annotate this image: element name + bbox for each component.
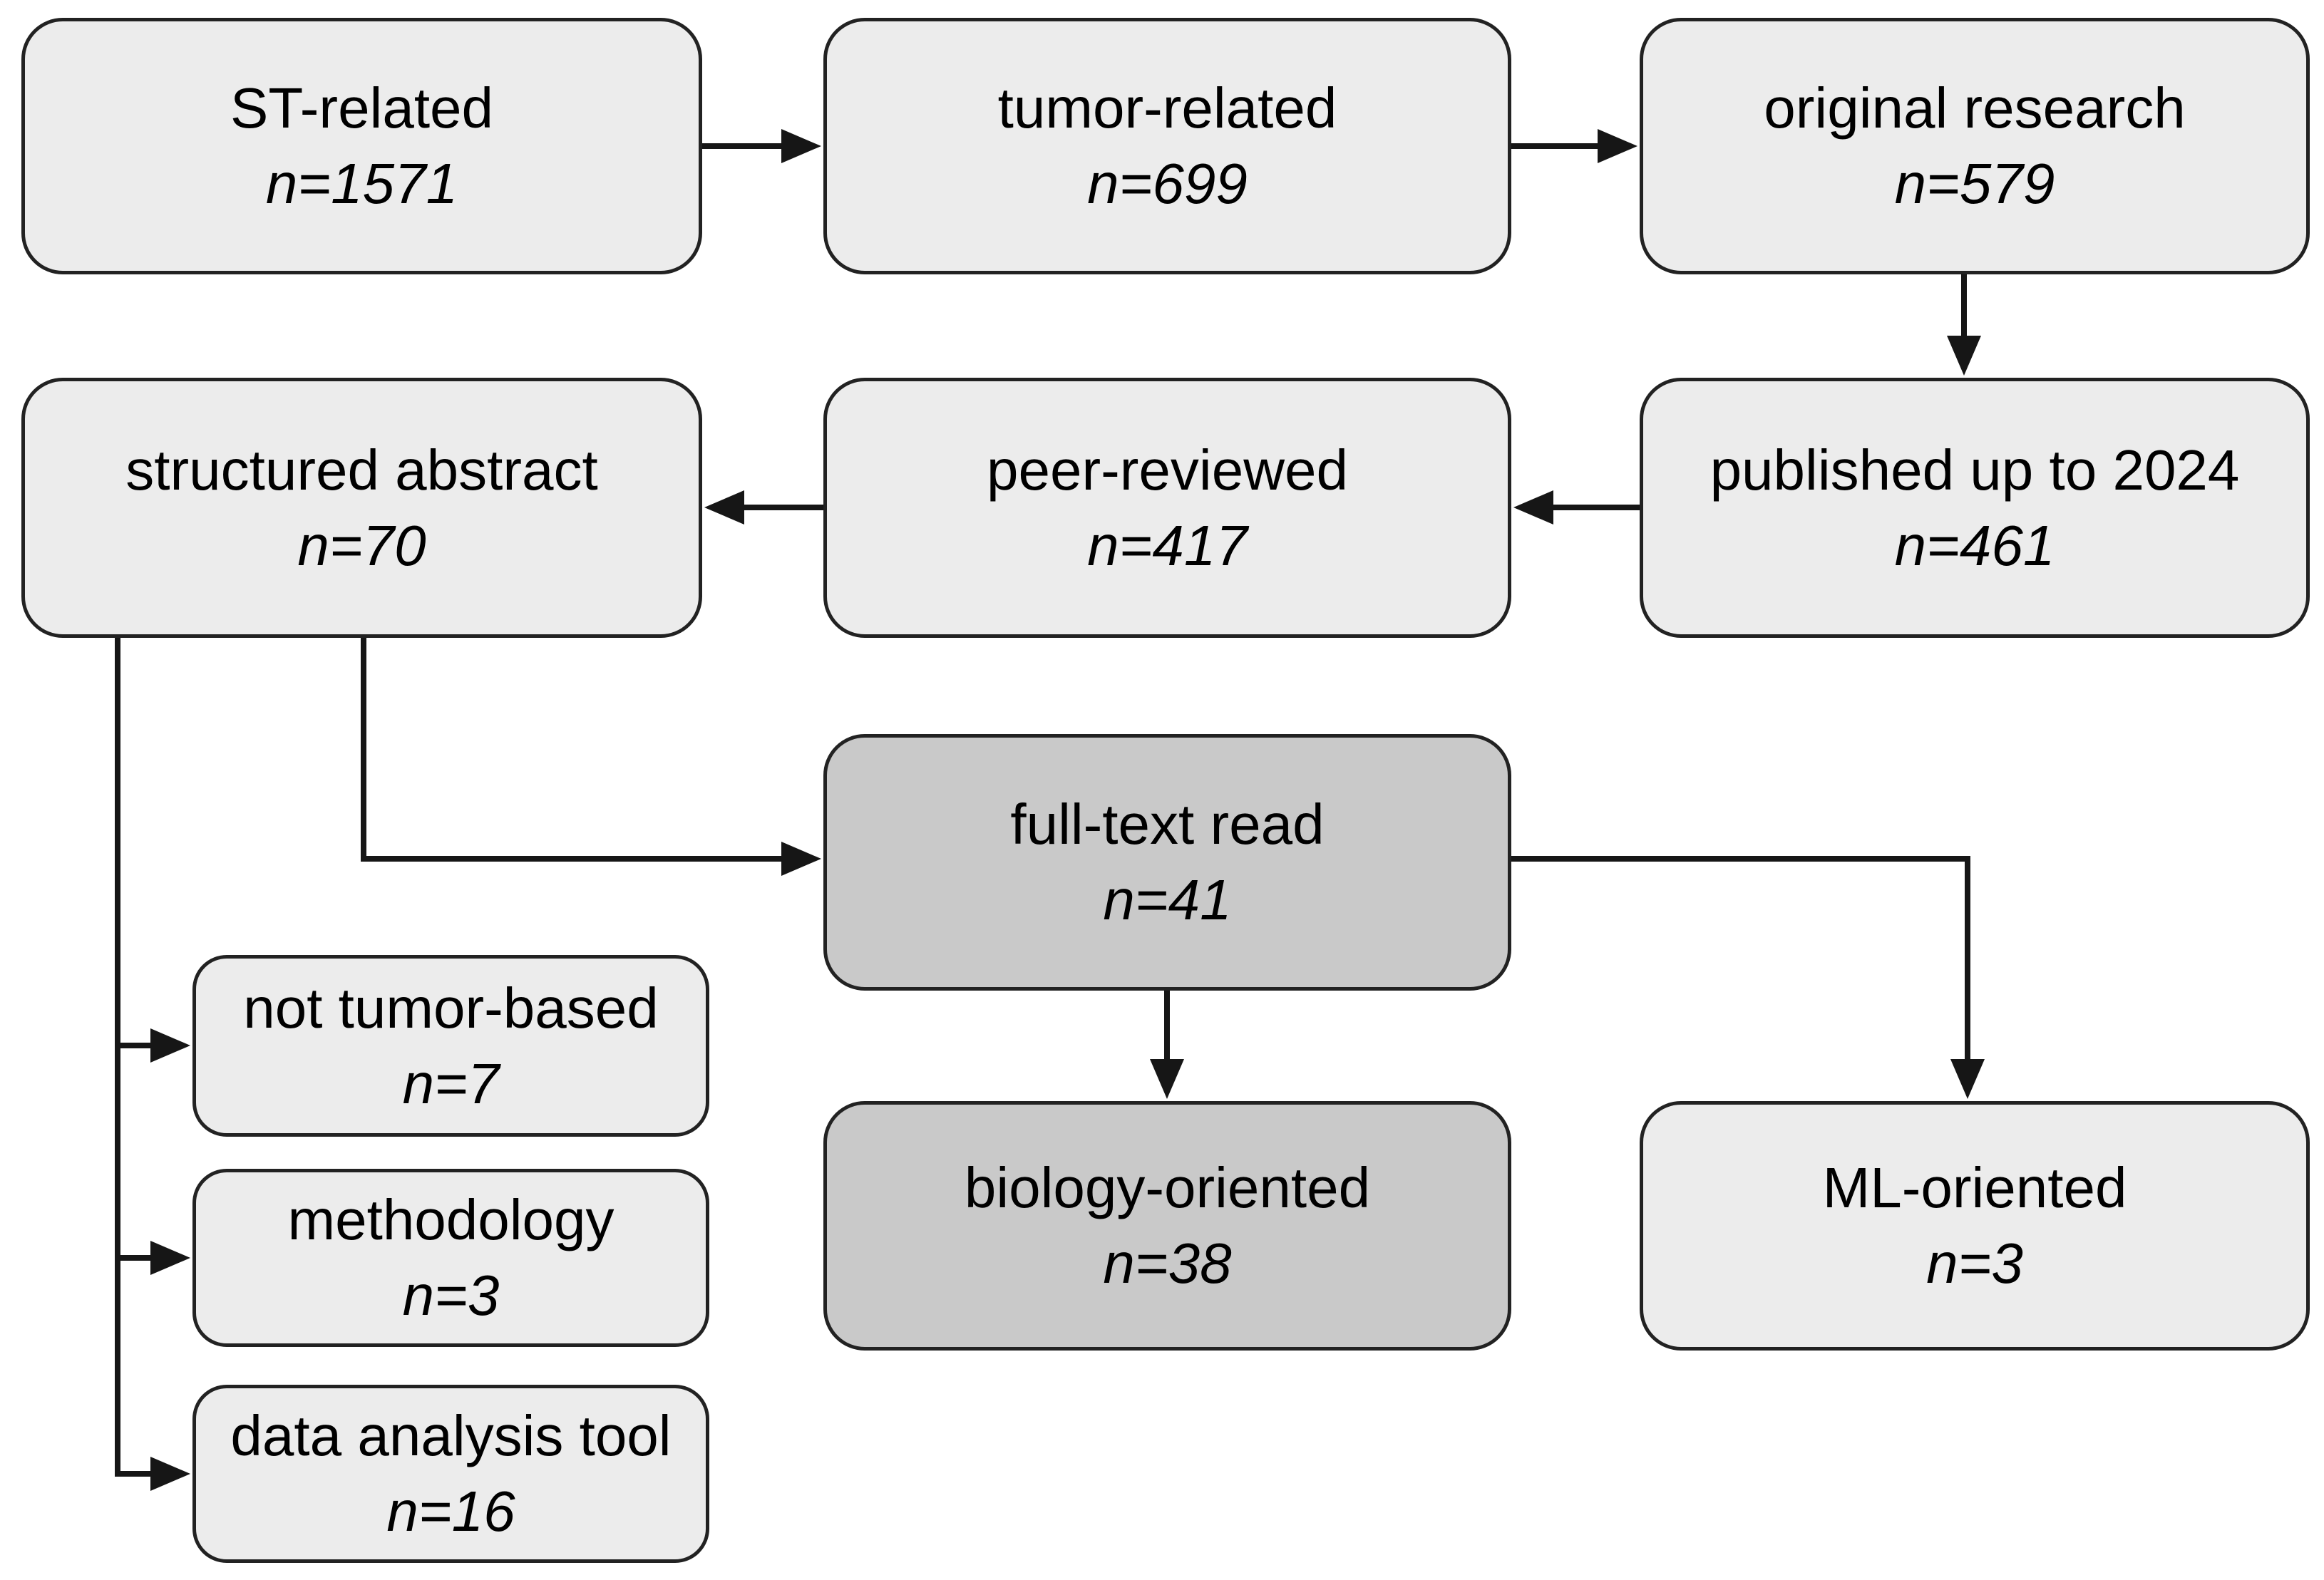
node-structured-abstract-count: n=70 bbox=[297, 513, 426, 577]
arrow-peer-to-abstract-head bbox=[704, 490, 744, 525]
arrow-abstract-to-methodology-head bbox=[150, 1241, 190, 1275]
node-tumor-related: tumor-related n=699 bbox=[823, 18, 1511, 274]
node-peer-reviewed: peer-reviewed n=417 bbox=[823, 378, 1511, 638]
node-st-related-label: ST-related bbox=[230, 76, 494, 140]
node-published-up-to-2024-count: n=461 bbox=[1894, 513, 2055, 577]
node-methodology-label: methodology bbox=[287, 1188, 615, 1252]
node-peer-reviewed-label: peer-reviewed bbox=[987, 438, 1348, 502]
node-tumor-related-count: n=699 bbox=[1087, 152, 1248, 215]
node-st-related-count: n=1571 bbox=[265, 152, 458, 215]
arrow-abstract-to-datatool-head bbox=[150, 1457, 190, 1491]
node-published-up-to-2024-label: published up to 2024 bbox=[1709, 438, 2240, 502]
node-original-research-label: original research bbox=[1764, 76, 2186, 140]
node-peer-reviewed-count: n=417 bbox=[1087, 513, 1248, 577]
node-structured-abstract: structured abstract n=70 bbox=[21, 378, 702, 638]
node-not-tumor-based-count: n=7 bbox=[402, 1051, 500, 1115]
node-ml-oriented-label: ML-oriented bbox=[1822, 1156, 2127, 1220]
node-data-analysis-tool-label: data analysis tool bbox=[230, 1404, 672, 1468]
node-biology-oriented-label: biology-oriented bbox=[964, 1156, 1371, 1220]
node-data-analysis-tool-count: n=16 bbox=[386, 1480, 515, 1543]
node-structured-abstract-label: structured abstract bbox=[125, 438, 598, 502]
arrow-fulltext-to-ml-head bbox=[1950, 1059, 1985, 1099]
node-ml-oriented-count: n=3 bbox=[1926, 1232, 2023, 1295]
arrow-fulltext-to-biology-head bbox=[1150, 1059, 1184, 1099]
arrow-st-to-tumor-head bbox=[781, 129, 821, 163]
node-full-text-read-label: full-text read bbox=[1010, 792, 1325, 857]
node-not-tumor-based: not tumor-based n=7 bbox=[192, 955, 709, 1137]
node-original-research: original research n=579 bbox=[1640, 18, 2310, 274]
arrow-fulltext-to-ml-line bbox=[1511, 856, 1970, 1062]
node-full-text-read: full-text read n=41 bbox=[823, 734, 1511, 991]
node-biology-oriented: biology-oriented n=38 bbox=[823, 1101, 1511, 1351]
arrow-abstract-to-fulltext-line bbox=[361, 636, 783, 862]
node-full-text-read-count: n=41 bbox=[1103, 868, 1232, 931]
node-data-analysis-tool: data analysis tool n=16 bbox=[192, 1385, 709, 1563]
node-tumor-related-label: tumor-related bbox=[997, 76, 1337, 140]
arrow-abstract-to-fulltext-head bbox=[781, 842, 821, 876]
node-st-related: ST-related n=1571 bbox=[21, 18, 702, 274]
node-biology-oriented-count: n=38 bbox=[1103, 1232, 1232, 1295]
arrow-original-to-published-head bbox=[1947, 336, 1981, 376]
arrow-published-to-peer-head bbox=[1513, 490, 1553, 525]
node-not-tumor-based-label: not tumor-based bbox=[243, 976, 659, 1040]
node-methodology: methodology n=3 bbox=[192, 1169, 709, 1347]
arrow-abstract-to-nottumor-head bbox=[150, 1028, 190, 1063]
node-ml-oriented: ML-oriented n=3 bbox=[1640, 1101, 2310, 1351]
node-published-up-to-2024: published up to 2024 n=461 bbox=[1640, 378, 2310, 638]
node-methodology-count: n=3 bbox=[402, 1264, 500, 1327]
arrow-tumor-to-original-head bbox=[1598, 129, 1637, 163]
node-original-research-count: n=579 bbox=[1894, 152, 2055, 215]
